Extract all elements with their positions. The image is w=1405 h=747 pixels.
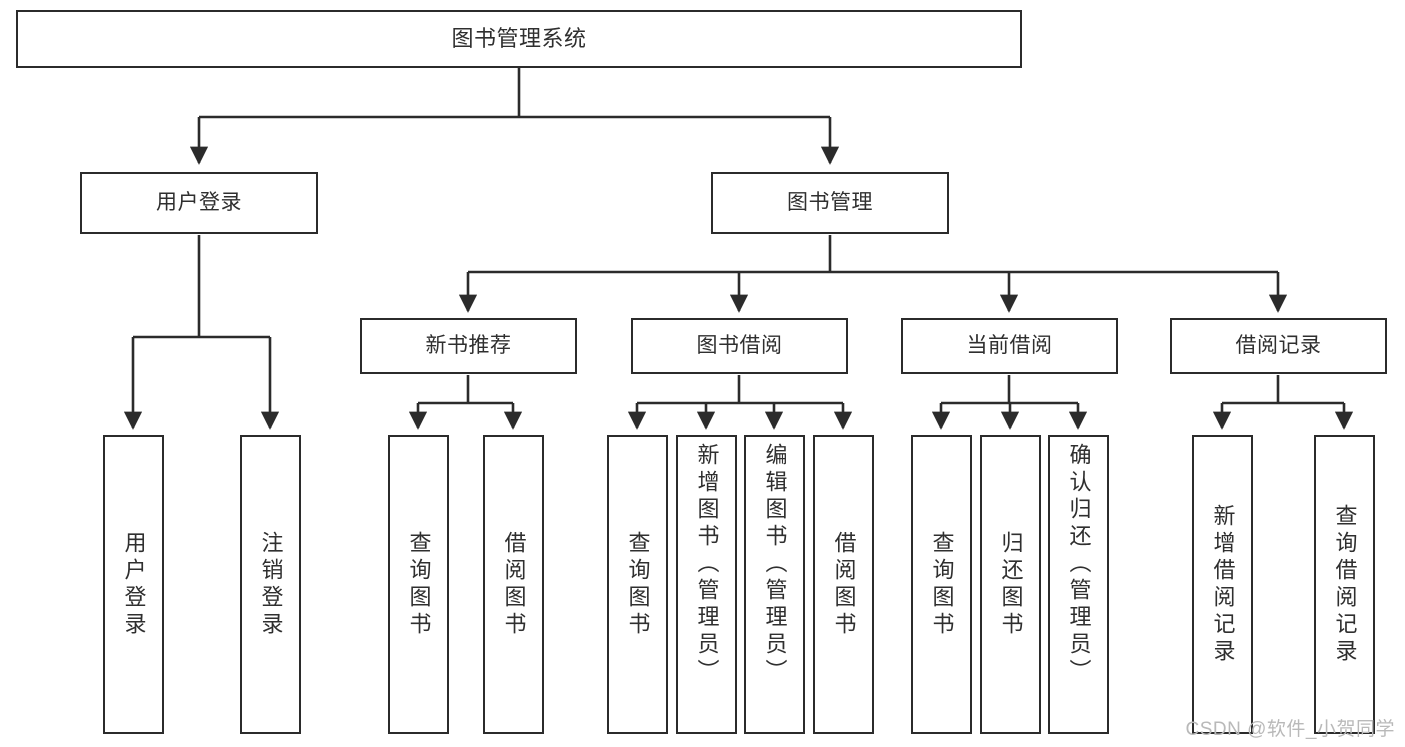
leaf-book-borrow-borrow[interactable]: 借阅图书: [813, 435, 874, 734]
node-label: 借阅记录: [1235, 333, 1322, 357]
node-label: 查询图书: [625, 530, 651, 639]
node-label: 查询图书: [929, 530, 955, 639]
leaf-book-borrow-edit[interactable]: 编辑图书（管理员）: [744, 435, 805, 734]
node-label: 新增图书（管理员）: [694, 443, 720, 686]
node-label: 当前借阅: [966, 333, 1053, 357]
node-book-borrow[interactable]: 图书借阅: [631, 318, 848, 374]
node-current-borrow[interactable]: 当前借阅: [901, 318, 1118, 374]
csdn-watermark: CSDN @软件_小贺同学: [1185, 719, 1395, 740]
node-label: 编辑图书（管理员）: [762, 443, 788, 686]
node-label: 新增借阅记录: [1210, 503, 1236, 666]
leaf-user-login-login[interactable]: 用户登录: [103, 435, 164, 734]
leaf-new-book-query[interactable]: 查询图书: [388, 435, 449, 734]
leaf-current-borrow-query[interactable]: 查询图书: [911, 435, 972, 734]
leaf-user-login-logout[interactable]: 注销登录: [240, 435, 301, 734]
leaf-current-borrow-return[interactable]: 归还图书: [980, 435, 1041, 734]
leaf-new-book-borrow[interactable]: 借阅图书: [483, 435, 544, 734]
node-label: 查询借阅记录: [1332, 503, 1358, 666]
node-label: 确认归还（管理员）: [1066, 443, 1092, 686]
node-label: 图书管理系统: [451, 26, 587, 52]
node-label: 借阅图书: [501, 530, 527, 639]
node-borrow-record[interactable]: 借阅记录: [1170, 318, 1387, 374]
node-label: 注销登录: [258, 530, 284, 639]
node-root-book-management-system[interactable]: 图书管理系统: [16, 10, 1022, 68]
leaf-book-borrow-add[interactable]: 新增图书（管理员）: [676, 435, 737, 734]
node-label: 图书管理: [787, 190, 873, 214]
leaf-current-borrow-confirm-return[interactable]: 确认归还（管理员）: [1048, 435, 1109, 734]
node-new-book-recommend[interactable]: 新书推荐: [360, 318, 577, 374]
node-user-login[interactable]: 用户登录: [80, 172, 318, 234]
node-label: 图书借阅: [696, 333, 783, 357]
leaf-borrow-record-query[interactable]: 查询借阅记录: [1314, 435, 1375, 734]
node-label: 新书推荐: [425, 333, 512, 357]
node-label: 查询图书: [406, 530, 432, 639]
node-label: 用户登录: [156, 190, 242, 214]
leaf-book-borrow-query[interactable]: 查询图书: [607, 435, 668, 734]
node-label: 归还图书: [998, 530, 1024, 639]
node-label: 用户登录: [121, 530, 147, 639]
node-book-management[interactable]: 图书管理: [711, 172, 949, 234]
leaf-borrow-record-add[interactable]: 新增借阅记录: [1192, 435, 1253, 734]
node-label: 借阅图书: [831, 530, 857, 639]
